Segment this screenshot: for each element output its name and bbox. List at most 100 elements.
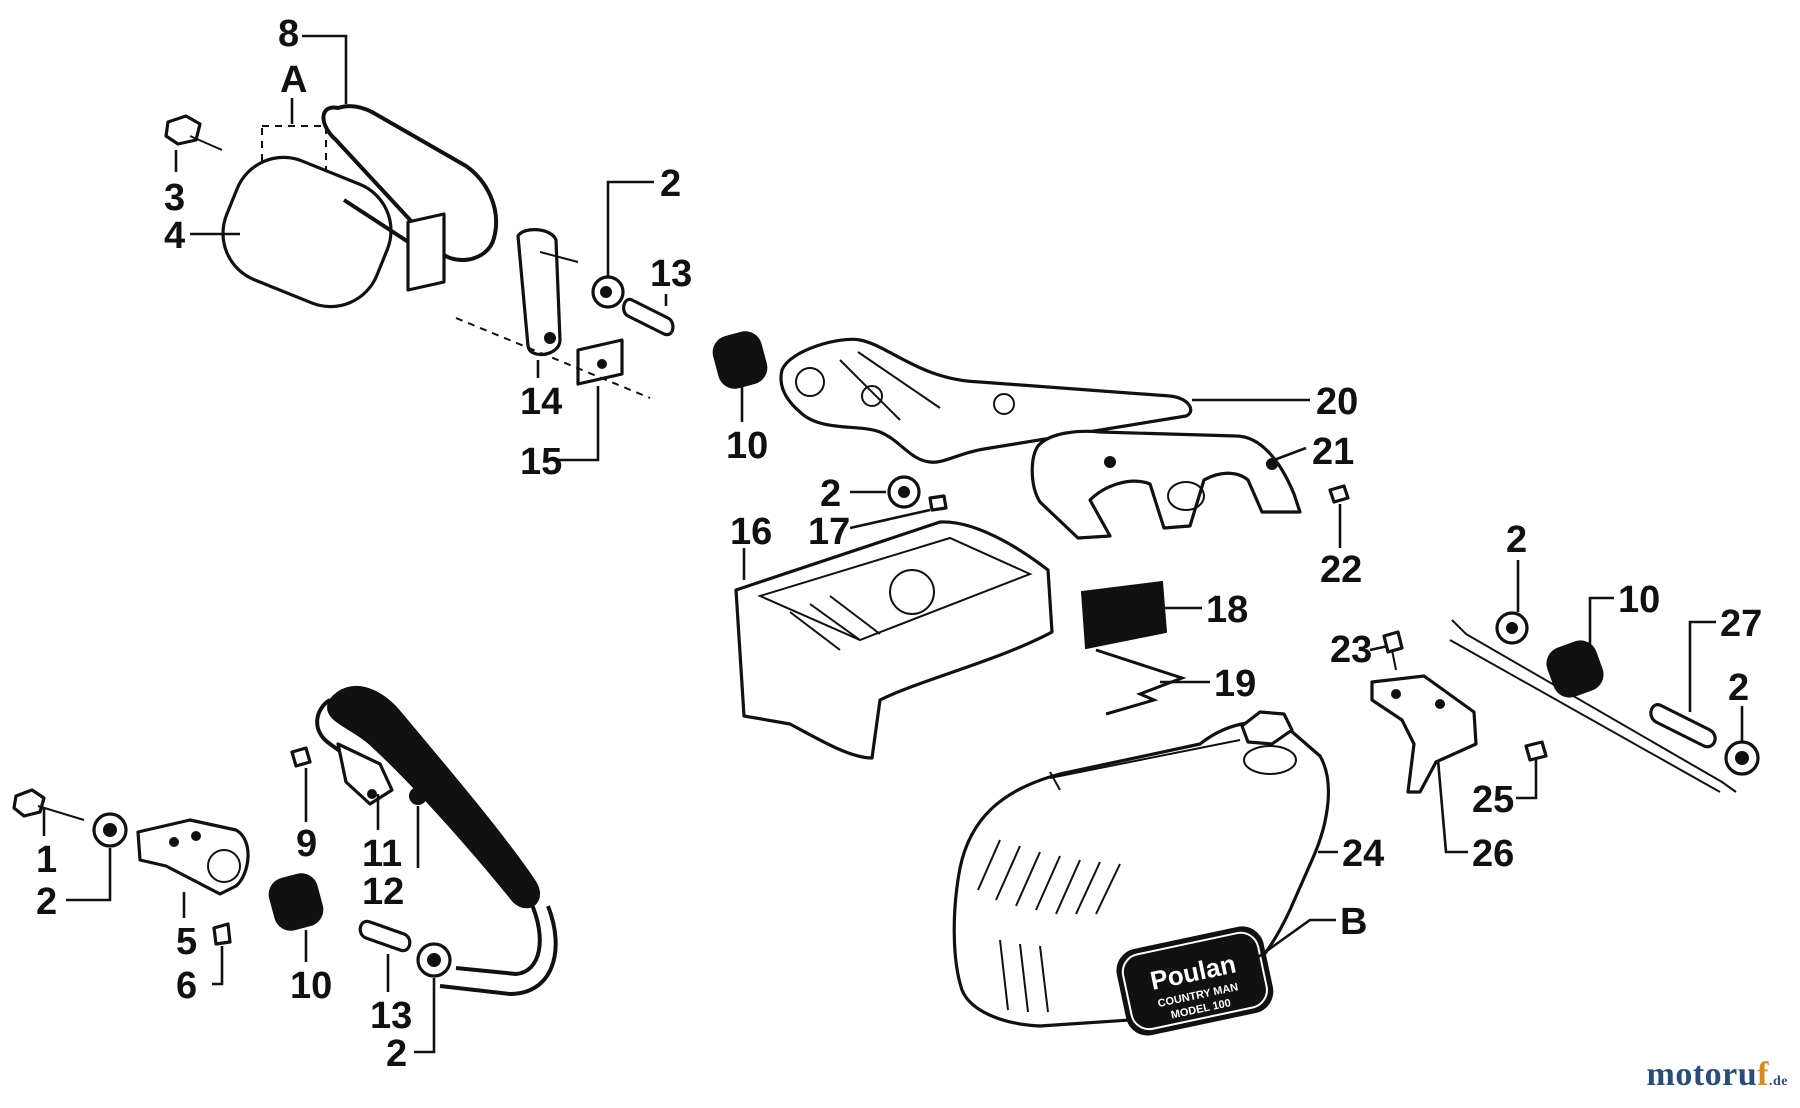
cover-grip-hole [1167,481,1205,511]
bolt-3-head [164,114,202,146]
frame-hole-1 [795,367,825,397]
label-12: 12 [362,871,404,913]
label-2-frame: 2 [820,473,841,515]
bracket-14 [516,228,562,357]
label-5: 5 [176,921,197,963]
bracket-14-hole [544,332,556,344]
site-watermark: motoruf.de [1647,1056,1788,1094]
bracket-26 [1370,674,1478,794]
leader-lines [42,34,1744,1054]
handle-bar-lower-tube-outer [439,905,558,996]
handle-bracket-5-hole-1 [169,837,179,847]
screw-17 [928,494,948,512]
label-3: 3 [164,177,185,219]
handle-guard-plate-group [164,104,651,399]
washer-2-frame-hole [898,486,910,498]
frame-hole-3 [993,393,1015,415]
centerline-left [455,317,651,399]
retainer-spring-19 [1095,648,1187,716]
label-20: 20 [1316,381,1358,423]
bracket-26-hole-1 [1391,689,1401,699]
label-9: 9 [296,823,317,865]
bolt-1-shank [37,805,85,821]
front-handle-bar-group [12,685,558,996]
spacer-13-left [358,919,412,953]
washer-2-handle-lower-hole [427,953,441,967]
label-a: A [280,59,307,101]
bolt-1-head [12,788,46,818]
nut-12 [409,787,427,805]
washer-2-upper-hole [600,286,612,298]
right-mount-axis [1451,619,1737,793]
leader-2e [66,848,112,902]
handle-bar-grip[interactable] [327,685,540,909]
spacer-13-upper [622,297,675,337]
handle-bracket-5-bore [207,849,241,883]
brand-decal-inner-border [1121,931,1268,1031]
washer-2-left-hole [103,823,117,837]
leader-2a [606,180,654,276]
guard-plate-4 [221,155,393,309]
label-25: 25 [1472,779,1514,821]
label-13-left: 13 [370,995,412,1037]
plate-15-hole [597,359,607,369]
leader-26 [1436,759,1468,854]
leader-25 [1516,760,1538,800]
filter-base-fins [789,595,881,651]
leader-8 [302,34,348,104]
callout-labels: 8 A 3 4 2 13 14 15 10 20 21 2 17 16 22 1… [36,13,1762,1075]
handle-bracket-5-hole-2 [191,831,201,841]
label-10-right: 10 [1618,579,1660,621]
leader-27 [1688,620,1716,712]
bracket-14-pin [539,251,579,263]
label-17: 17 [808,511,850,553]
wire-hand-guard-8 [321,104,499,263]
label-15: 15 [520,441,562,483]
watermark-accent: f [1757,1056,1769,1093]
label-6: 6 [176,965,197,1007]
filter-18-and-spring-19 [1080,580,1187,716]
frame-ribs [839,351,941,421]
watermark-suffix: .de [1769,1074,1788,1089]
leader-6 [212,946,224,986]
label-10-left: 10 [290,965,332,1007]
screw-6 [212,922,232,946]
shroud-ridge [1049,739,1241,791]
label-2-right-upper: 2 [1506,519,1527,561]
cover-screw-hole-1 [1104,456,1116,468]
washer-2-right-upper-hole [1506,622,1518,634]
washer-2-right-lower-hole [1735,751,1749,765]
screw-23-shank [1391,649,1397,671]
spacer-27 [1649,703,1717,749]
label-14: 14 [520,381,562,423]
filter-element-18 [1080,580,1168,650]
shroud-lower-vents [999,939,1049,1013]
bolt-3-shank [189,135,223,151]
screw-22 [1328,484,1350,504]
label-2-handle-lower: 2 [386,1033,407,1075]
screw-23 [1382,630,1404,654]
upper-mount-group [591,275,768,389]
screw-9 [290,746,312,768]
label-19: 19 [1214,663,1256,705]
leader-15 [556,386,600,462]
leader-17 [849,508,931,530]
watermark-main: motoru [1646,1056,1758,1093]
rubber-mount-10-upper [712,331,768,389]
handle-bar-tab [336,742,394,806]
brand-decal-b: Poulan COUNTRY MAN MODEL 100 [1116,926,1274,1036]
screw-25 [1524,740,1548,762]
leader-b [1239,918,1336,972]
label-18: 18 [1206,589,1248,631]
bracket-26-hole-2 [1435,699,1445,709]
guard-bracket [406,212,446,292]
shroud-opening [1243,745,1297,775]
rubber-mount-10-right [1546,640,1604,698]
brand-decal-plate [1116,926,1274,1036]
label-b: B [1340,901,1367,943]
label-26: 26 [1472,833,1514,875]
air-filter-base-16 [734,520,1054,760]
filter-base-port [889,569,935,615]
shroud-nut [1240,710,1294,746]
